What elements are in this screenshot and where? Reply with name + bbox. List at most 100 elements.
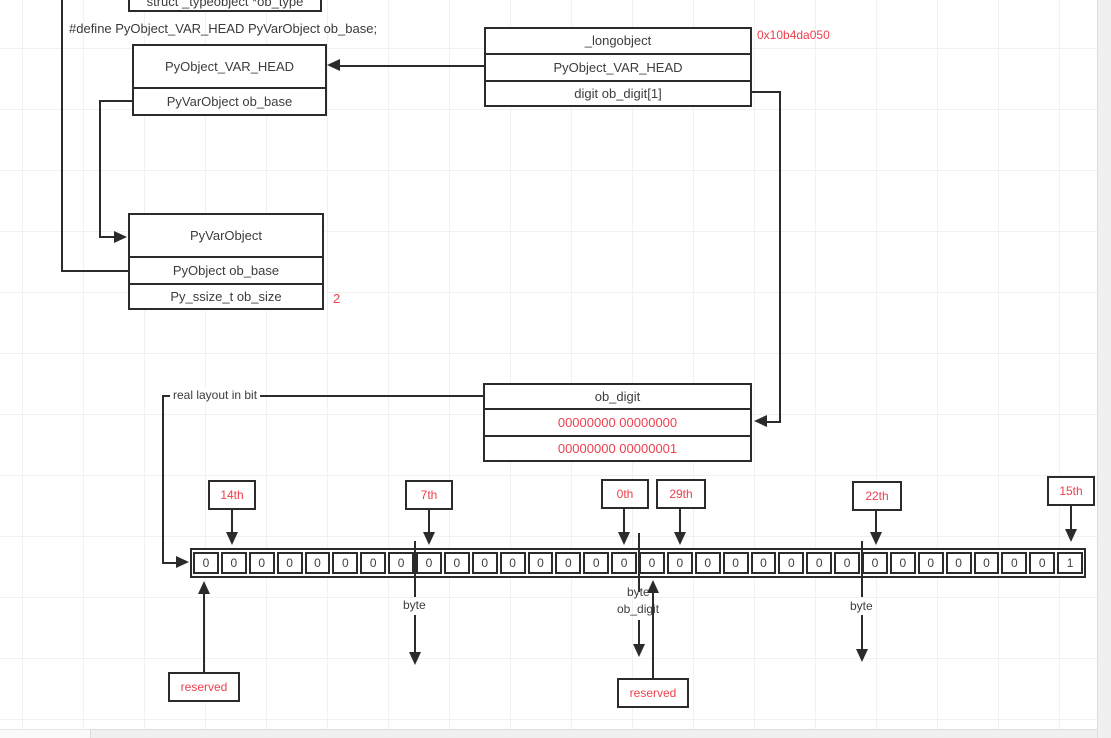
obdigit-box: ob_digit 00000000 00000000 00000000 0000…	[483, 383, 752, 462]
connector-left-horizontal	[61, 270, 130, 272]
bit-cell: 0	[1029, 552, 1056, 574]
bit-cell: 0	[722, 552, 749, 574]
longobject-box: _longobject PyObject_VAR_HEAD digit ob_d…	[484, 27, 752, 107]
pyobject-var-head-box: PyObject_VAR_HEAD PyVarObject ob_base	[132, 44, 327, 116]
connector-obdigit-v	[779, 91, 781, 423]
bit-label-7th-arrowhead	[423, 532, 435, 545]
byte-arrow-2	[638, 620, 640, 646]
bit-cell: 0	[611, 552, 637, 574]
byte-divider-2	[638, 533, 640, 592]
arrowhead-into-obdigit-box	[754, 415, 767, 427]
bit-cell: 0	[666, 552, 693, 574]
bit-cell: 0	[416, 552, 442, 574]
bit-cell: 0	[973, 552, 1000, 574]
obdigit-value-1: 00000000 00000001	[485, 435, 750, 460]
bit-label-14th: 14th	[208, 480, 256, 510]
reserved-left-arrow	[203, 594, 205, 672]
reserved-box-right: reserved	[617, 678, 689, 708]
byte-arrow-2-head	[633, 644, 645, 657]
connector-obdigit-h2	[767, 421, 781, 423]
bit-label-15th-arrow	[1070, 506, 1072, 530]
connector-layout-h2	[162, 562, 178, 564]
bit-cell: 0	[443, 552, 470, 574]
longobject-digit-field: digit ob_digit[1]	[486, 80, 750, 105]
bit-label-22th: 22th	[852, 481, 902, 511]
bit-cell: 0	[499, 552, 526, 574]
vertical-scrollbar[interactable]	[1097, 0, 1111, 738]
define-macro-text: #define PyObject_VAR_HEAD PyVarObject ob…	[69, 21, 378, 36]
reserved-box-left: reserved	[168, 672, 240, 702]
real-layout-caption: real layout in bit	[170, 388, 261, 402]
bit-label-22th-arrow	[875, 511, 877, 534]
pyvarobject-title: PyVarObject	[189, 228, 262, 243]
connector-obdigit-h1	[752, 91, 781, 93]
byte-label-3: byte	[850, 599, 873, 613]
connector-layout-h	[162, 395, 483, 397]
pyobject-var-head-field: PyVarObject ob_base	[134, 87, 325, 114]
byte-arrow-3-head	[856, 649, 868, 662]
bit-cell: 0	[583, 552, 610, 574]
bit-label-0th-arrow	[623, 509, 625, 534]
connector-left-vertical	[61, 0, 63, 272]
bit-cell: 0	[304, 552, 331, 574]
longobject-title: _longobject	[584, 33, 652, 48]
bit-cell: 0	[750, 552, 777, 574]
arrowhead-into-pyvarobject	[114, 231, 127, 243]
connector-varhead-elbow-h2	[99, 236, 115, 238]
bit-cell: 0	[806, 552, 833, 574]
connector-varhead-elbow-v	[99, 100, 101, 238]
bit-cell: 0	[917, 552, 944, 574]
bit-cell: 0	[889, 552, 916, 574]
pyvarobject-box: PyVarObject PyObject ob_base Py_ssize_t …	[128, 213, 324, 310]
byte-divider-1	[414, 541, 416, 597]
bit-cell: 0	[1001, 552, 1028, 574]
bit-cell: 0	[527, 552, 554, 574]
bit-label-29th-arrowhead	[674, 532, 686, 545]
pyobject-var-head-title: PyObject_VAR_HEAD	[164, 59, 295, 74]
obsize-value-annotation: 2	[333, 291, 341, 306]
connector-varhead-elbow-h1	[99, 100, 132, 102]
horizontal-scrollbar[interactable]	[90, 729, 1097, 738]
longobject-varhead-field: PyObject_VAR_HEAD	[486, 53, 750, 80]
scrollbar-corner	[0, 729, 91, 738]
bit-label-7th-arrow	[428, 510, 430, 534]
arrowhead-into-varhead-box	[327, 59, 340, 71]
byte-arrow-1-head	[409, 652, 421, 665]
pyvarobject-obbase-field: PyObject ob_base	[130, 256, 322, 283]
byte-label-2: byte	[627, 585, 650, 599]
byte-divider-3	[861, 541, 863, 597]
pyvarobject-obsize-field: Py_ssize_t ob_size	[130, 283, 322, 308]
reserved-right-arrowhead	[647, 580, 659, 593]
bit-cell: 0	[193, 552, 219, 574]
bit-label-22th-arrowhead	[870, 532, 882, 545]
connector-longobject-to-varhead	[340, 65, 484, 67]
bit-cell: 1	[1057, 552, 1083, 574]
bit-cell: 0	[388, 552, 414, 574]
bit-cell: 0	[220, 552, 247, 574]
bit-cell: 0	[276, 552, 303, 574]
reserved-right-arrow	[652, 593, 654, 678]
bit-label-29th-arrow	[679, 509, 681, 534]
bit-label-14th-arrow	[231, 510, 233, 534]
bit-cell: 0	[471, 552, 498, 574]
connector-layout-v	[162, 395, 164, 564]
bit-cell: 0	[694, 552, 721, 574]
typeobject-box: struct _typeobject *ob_type	[128, 0, 322, 12]
bit-label-0th-arrowhead	[618, 532, 630, 545]
bit-label-0th: 0th	[601, 479, 649, 509]
bit-label-29th: 29th	[656, 479, 706, 509]
bit-cell: 0	[945, 552, 972, 574]
typeobject-box-label: struct _typeobject *ob_type	[146, 0, 304, 9]
bit-label-15th-arrowhead	[1065, 529, 1077, 542]
bit-cell: 0	[248, 552, 275, 574]
obdigit-boundary-label: ob_digit	[617, 602, 660, 616]
bit-cell: 0	[360, 552, 387, 574]
bit-cell: 0	[555, 552, 582, 574]
arrowhead-into-bit-array	[176, 556, 189, 568]
byte-arrow-1	[414, 615, 416, 653]
bit-label-14th-arrowhead	[226, 532, 238, 545]
address-annotation: 0x10b4da050	[757, 28, 830, 42]
bit-cell: 0	[332, 552, 359, 574]
bit-cell: 0	[778, 552, 805, 574]
